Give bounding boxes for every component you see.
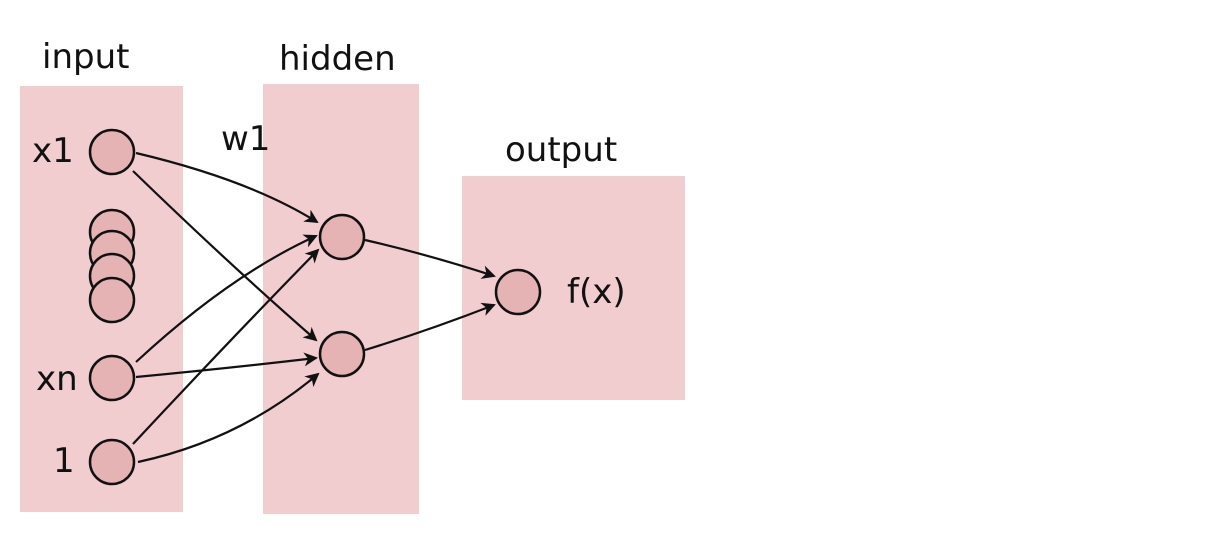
node-ellipsis-4 bbox=[88, 276, 136, 324]
node-xn bbox=[88, 354, 136, 402]
node-hidden-2 bbox=[318, 330, 366, 378]
edge-x1-h2 bbox=[132, 170, 318, 342]
node-x1 bbox=[88, 128, 136, 176]
node-label-xn: xn bbox=[36, 359, 78, 399]
edge-bias-h1 bbox=[132, 248, 320, 445]
node-output bbox=[494, 268, 542, 316]
edge-bias-h2 bbox=[137, 372, 320, 464]
node-label-bias: 1 bbox=[53, 441, 75, 481]
node-label-x1: x1 bbox=[32, 131, 74, 171]
edge-xn-h1 bbox=[135, 234, 318, 363]
node-label-output: f(x) bbox=[567, 272, 626, 312]
output-layer-title: output bbox=[505, 130, 617, 170]
hidden-layer-title: hidden bbox=[279, 39, 396, 79]
node-bias bbox=[88, 438, 136, 486]
edge-h2-out bbox=[364, 302, 496, 352]
input-layer-title: input bbox=[42, 37, 129, 77]
weight-label: w1 bbox=[221, 119, 270, 159]
edge-xn-h2 bbox=[135, 352, 318, 379]
edge-x1-h1 bbox=[135, 151, 319, 224]
edge-h1-out bbox=[364, 238, 496, 279]
hidden-layer-box bbox=[263, 84, 419, 514]
node-hidden-1 bbox=[318, 213, 366, 261]
